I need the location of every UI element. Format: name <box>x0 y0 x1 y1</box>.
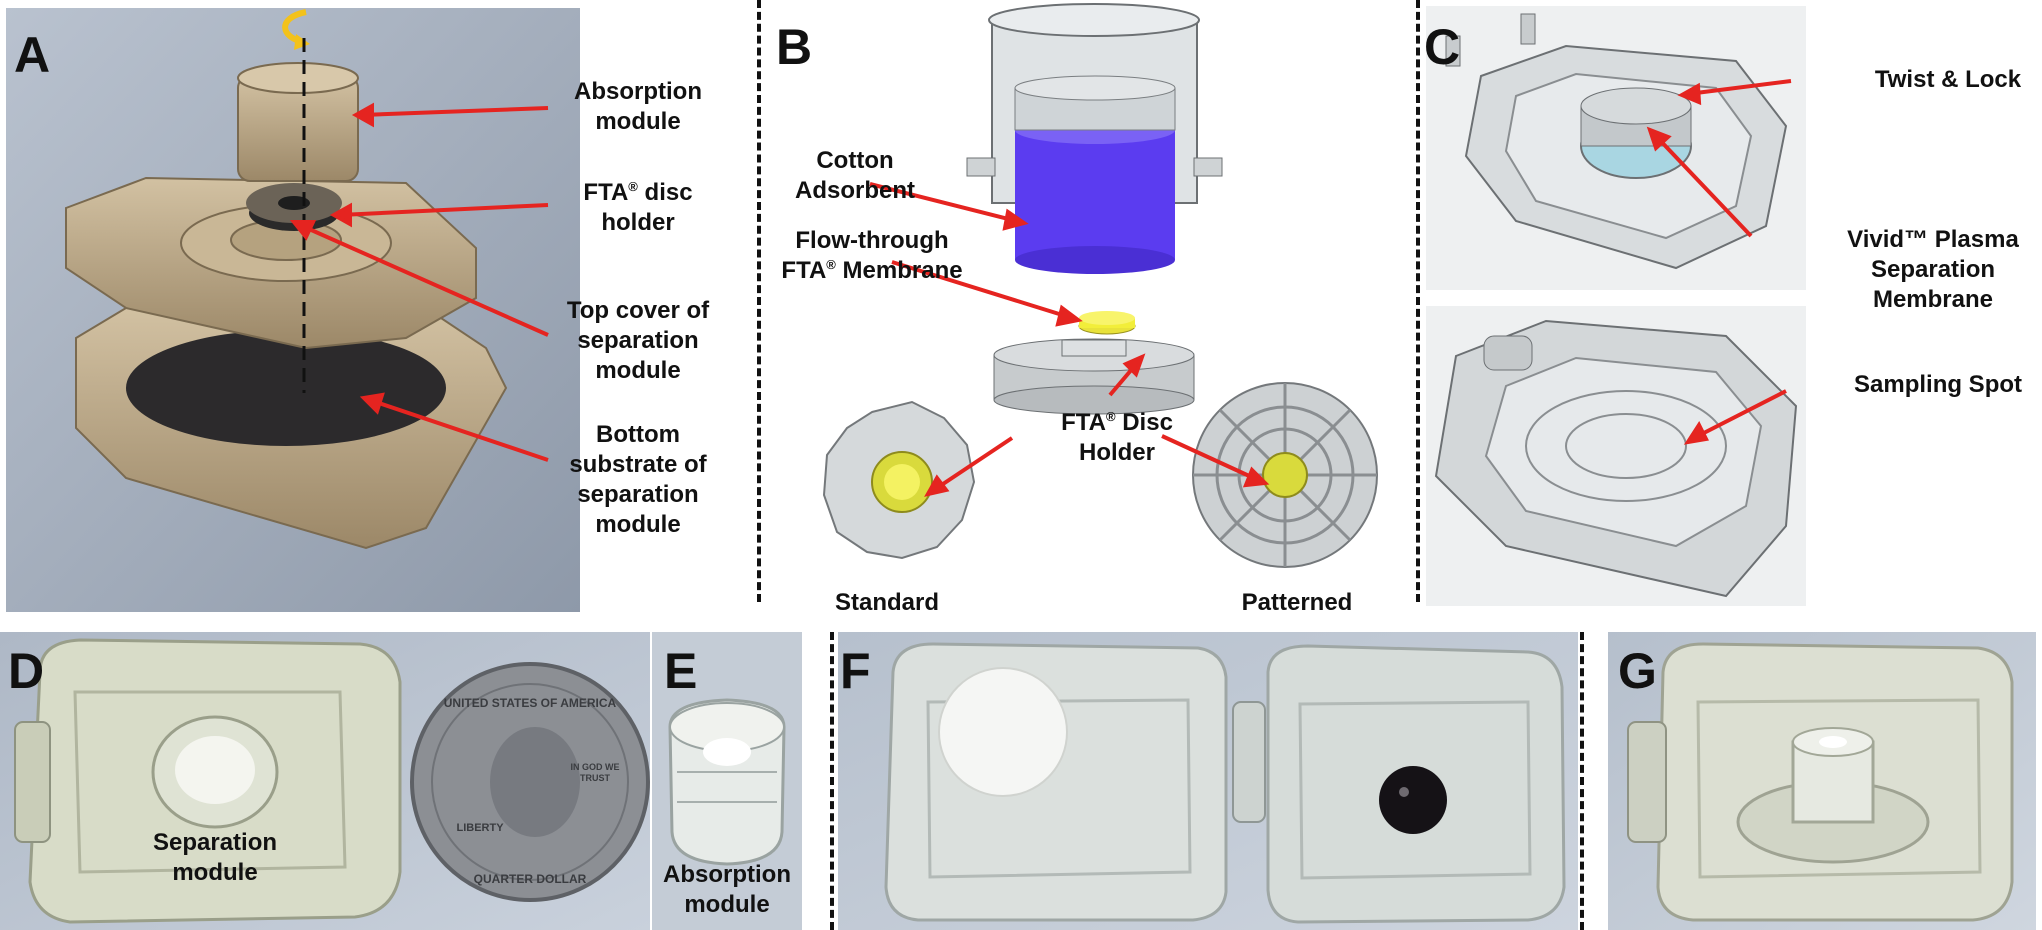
label-cotton-adsorbent: Cotton Adsorbent <box>795 147 915 204</box>
coin-trust-text: IN GOD WE TRUST <box>570 762 620 784</box>
panel-b-label: B <box>776 19 813 75</box>
separation-module-open-left <box>884 642 1228 922</box>
panel-b-arrows <box>869 182 1270 497</box>
divider-bc <box>1416 0 1420 602</box>
label-fta-disc-holder: FTA® disc holder <box>583 179 693 236</box>
substrate-cavity <box>126 330 446 446</box>
label-absorption-module-photo: Absorption module <box>663 861 791 918</box>
panel-b: B <box>762 0 1412 612</box>
panel-e-photo <box>652 632 802 930</box>
divider-fg <box>1580 632 1584 930</box>
coin-bottom-text: QUARTER DOLLAR <box>473 872 587 886</box>
panel-b-drawing <box>822 3 1378 568</box>
panel-f-label: F <box>840 643 871 699</box>
separation-module-bottom-drawing <box>1434 319 1798 598</box>
label-fta-disc-holder-b: FTA® Disc Holder <box>1061 409 1173 466</box>
fta-disc-white <box>938 667 1068 797</box>
blood-drop <box>1379 766 1447 834</box>
divider-ef <box>830 632 834 930</box>
label-standard: Standard <box>834 589 939 616</box>
label-bottom-substrate: Bottom substrate of separation module <box>569 421 707 538</box>
label-patterned: Patterned <box>1241 589 1353 616</box>
panel-g: G <box>1608 632 2036 930</box>
separation-module-top-drawing <box>1445 13 1788 270</box>
cotton-adsorbent-shape <box>1015 130 1175 260</box>
label-top-cover: Top cover of separation module <box>566 297 710 384</box>
panel-c-arrows <box>1646 79 1792 445</box>
coin-top-text: UNITED STATES OF AMERICA <box>443 696 617 710</box>
panel-g-photo <box>1608 632 2036 930</box>
panel-c-drawing <box>1426 6 1806 606</box>
panel-d-label: D <box>8 643 45 699</box>
patterned-disc-shape <box>1192 382 1378 568</box>
hinge <box>1232 701 1266 823</box>
label-twist-lock: Twist & Lock <box>1874 66 2022 93</box>
panel-d-photo <box>0 632 650 930</box>
panel-e: E Absorption module <box>652 632 802 930</box>
panel-c: C <box>1426 6 1806 606</box>
panel-a-render <box>6 8 580 612</box>
panel-a-label: A <box>14 27 51 83</box>
panel-a: A <box>6 8 580 612</box>
panel-f: F <box>838 632 1578 930</box>
standard-disc-shape <box>822 400 976 560</box>
label-absorption-module: Absorption module <box>574 78 702 135</box>
coin-liberty-text: LIBERTY <box>456 822 504 834</box>
label-vivid-membrane: Vivid™ Plasma Separation Membrane <box>1847 226 2019 313</box>
panel-f-photo <box>838 632 1578 930</box>
panel-c-label: C <box>1426 19 1461 75</box>
label-separation-module-photo: Separation module <box>152 829 278 886</box>
divider-ab <box>757 0 761 602</box>
label-sampling-spot: Sampling Spot <box>1854 371 2022 398</box>
panel-g-label: G <box>1618 643 1657 699</box>
panel-e-label: E <box>664 643 698 699</box>
panel-d: D Separation module UNITED STATES OF AME… <box>0 632 650 930</box>
